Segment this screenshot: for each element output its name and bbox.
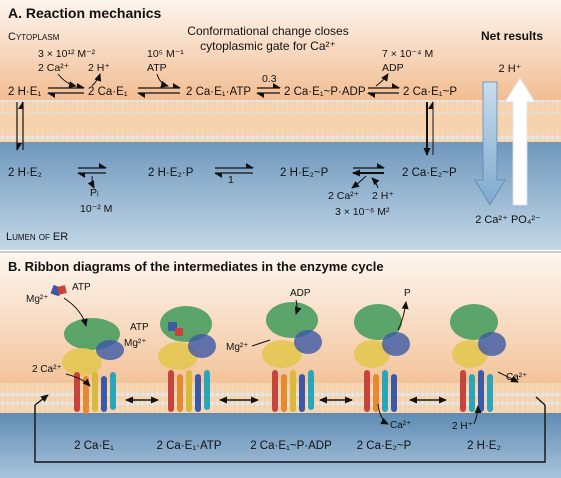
lumen-label: Lumen of ER xyxy=(6,231,68,243)
state-2ca-e2p: 2 Ca·E₂~P xyxy=(402,167,457,179)
intermediate-label-5: 2 H·E₂ xyxy=(467,440,501,452)
protein-e1p-adp xyxy=(262,302,322,412)
arrow-atp-in xyxy=(156,73,169,88)
net-results-title: Net results xyxy=(481,29,543,43)
ca-binding-constant: 3 × 10¹² M⁻² xyxy=(38,48,96,60)
lumen-region xyxy=(0,142,561,250)
intermediate-label-1: 2 Ca·E₁ xyxy=(74,440,114,452)
panel-b-membrane-bottom xyxy=(0,399,561,413)
protein-e1 xyxy=(62,318,124,414)
panel-b-membrane-top xyxy=(0,383,561,397)
panel-a-reaction-mechanics: A. Reaction mechanics Cytoplasm Lumen of… xyxy=(0,0,561,250)
pi-constant: 10⁻² M xyxy=(80,203,112,215)
label-adp: ADP xyxy=(290,288,311,299)
protein-e1-atp xyxy=(158,306,216,412)
gate-annotation-line1: Conformational change closes xyxy=(187,24,348,38)
arrow-ca-in xyxy=(57,73,77,89)
gate-annotation-line2: cytoplasmic gate for Ca²⁺ xyxy=(200,39,336,53)
cycle-exit-line xyxy=(535,396,546,406)
state-2h-e2p: 2 H·E₂~P xyxy=(280,167,329,179)
ligand-h-out: 2 H⁺ xyxy=(88,62,110,74)
lumen-h: 2 H⁺ xyxy=(372,190,394,202)
cycle-entry-arrow xyxy=(34,394,49,406)
label-2h: 2 H⁺ xyxy=(452,421,473,432)
protein-e2p xyxy=(354,304,410,412)
label-2ca: 2 Ca²⁺ xyxy=(32,364,62,375)
arrow-p-release xyxy=(397,301,409,331)
atp-bound-icon xyxy=(168,322,177,331)
label-atp-1: ATP xyxy=(72,282,91,293)
rate-constant-1: 1 xyxy=(228,174,234,186)
arrow-ca-cyto xyxy=(497,371,519,383)
intermediate-label-4: 2 Ca·E₂~P xyxy=(357,440,412,452)
panel-b-lumen xyxy=(0,413,561,478)
arrow-ca-binding xyxy=(65,373,91,387)
membrane-top-leaflet xyxy=(0,100,561,114)
label-mg-1: Mg²⁺ xyxy=(26,294,49,305)
adp-constant: 7 × 10⁻⁴ M xyxy=(382,48,433,60)
intermediate-label-2: 2 Ca·E₁·ATP xyxy=(156,440,221,452)
cytoplasm-label: Cytoplasm xyxy=(8,31,60,43)
state-2ca-e1p-adp: 2 Ca·E₁~P·ADP xyxy=(284,86,366,98)
ligand-atp: ATP xyxy=(147,62,167,74)
arrow-atp-binding xyxy=(63,297,88,327)
ligand-ca-in: 2 Ca²⁺ xyxy=(38,62,69,74)
state-2ca-e1: 2 Ca·E₁ xyxy=(88,86,128,98)
arrow-h-uptake xyxy=(371,177,380,189)
net-down-arrow xyxy=(474,81,506,206)
atp-constant: 10⁵ M⁻¹ xyxy=(147,48,184,60)
net-products: 2 Ca²⁺ PO₄²⁻ xyxy=(475,214,541,226)
membrane-bottom-leaflet xyxy=(0,128,561,142)
ligand-pi: Pᵢ xyxy=(90,187,99,199)
label-mg-3: Mg²⁺ xyxy=(226,342,249,353)
state-2ca-e1-atp: 2 Ca·E₁·ATP xyxy=(186,86,251,98)
protein-h-e2 xyxy=(450,304,506,412)
lumen-constant: 3 × 10⁻⁶ M² xyxy=(335,206,390,218)
state-2ca-e1p: 2 Ca·E₁~P xyxy=(403,86,457,98)
atp-bound-phosphate-icon xyxy=(175,328,183,336)
state-2h-e2: 2 H·E₂ xyxy=(8,167,42,179)
arrow-adp-release xyxy=(294,299,302,315)
arrow-ca-lumen xyxy=(377,403,389,425)
net-proton: 2 H⁺ xyxy=(499,63,522,75)
panel-b-title: B. Ribbon diagrams of the intermediates … xyxy=(8,259,384,274)
label-atp-2: ATP xyxy=(130,322,149,333)
atp-phosphate-icon xyxy=(57,285,67,295)
pointer-mg-3 xyxy=(251,339,271,347)
label-ca-lumen: Ca²⁺ xyxy=(390,420,411,431)
arrow-h-uptake-b xyxy=(473,405,482,425)
intermediate-label-3: 2 Ca·E₁~P·ADP xyxy=(250,440,332,452)
lumen-ca: 2 Ca²⁺ xyxy=(328,190,359,202)
arrow-h-out xyxy=(91,73,102,87)
cycle-return-line xyxy=(34,405,546,463)
arrow-pi-out xyxy=(87,175,95,189)
arrow-adp-out xyxy=(375,73,389,87)
panel-b-ribbon-diagrams: B. Ribbon diagrams of the intermediates … xyxy=(0,253,561,478)
state-2h-e1: 2 H·E₁ xyxy=(8,86,41,98)
panel-a-title: A. Reaction mechanics xyxy=(8,5,161,21)
arrow-ca-release xyxy=(351,175,367,189)
label-mg-2: Mg²⁺ xyxy=(124,338,147,349)
label-p-release: P xyxy=(404,288,411,299)
state-2h-e2-p: 2 H·E₂·P xyxy=(148,167,194,179)
rate-constant-03: 0.3 xyxy=(262,73,277,85)
net-up-arrow xyxy=(504,77,536,206)
ligand-adp: ADP xyxy=(382,62,404,74)
